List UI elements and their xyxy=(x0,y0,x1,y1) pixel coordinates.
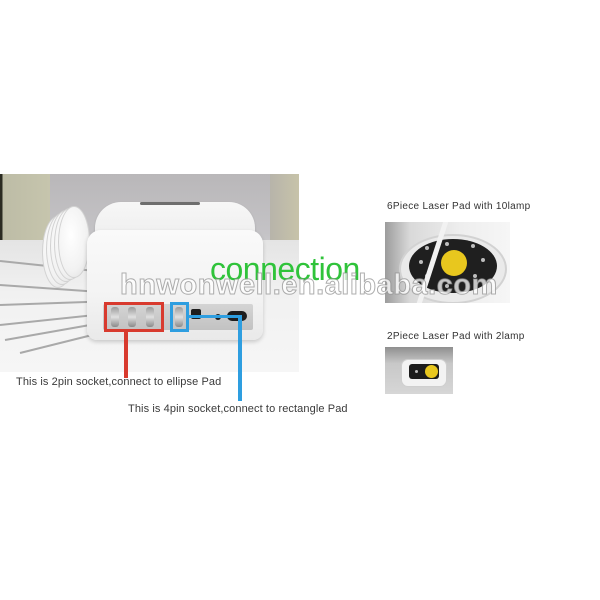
4pin-leader-line xyxy=(238,315,242,401)
2pin-socket-caption: This is 2pin socket,connect to ellipse P… xyxy=(16,376,222,388)
background-wall xyxy=(0,174,50,242)
4pin-socket-caption: This is 4pin socket,connect to rectangle… xyxy=(128,403,348,415)
ellipse-pad-title: 6Piece Laser Pad with 10lamp xyxy=(387,201,531,212)
rectangle-pad-photo xyxy=(385,347,453,394)
ellipse-pad-stack xyxy=(42,206,90,288)
lamp-dot xyxy=(425,246,429,250)
lamp-dot xyxy=(419,260,423,264)
connection-heading: connection xyxy=(210,251,360,287)
lamp-dot xyxy=(445,242,449,246)
lamp-icon xyxy=(425,365,438,378)
4pin-socket-highlight xyxy=(170,302,189,332)
4pin-leader-line xyxy=(189,315,239,318)
plug-4pin xyxy=(175,307,183,327)
lamp-dot xyxy=(445,284,449,288)
device-slot xyxy=(140,202,200,205)
lamp-dot xyxy=(415,370,418,373)
lamp-dot xyxy=(473,274,477,278)
2pin-socket-highlight xyxy=(104,302,164,332)
plug-2pin xyxy=(111,307,119,327)
device-photo xyxy=(0,174,299,372)
watermark: hnwonwell.en.alibaba.com xyxy=(120,269,498,302)
rectangle-pad-shell xyxy=(401,359,447,387)
lamp-dot xyxy=(471,244,475,248)
rectangle-pad-title: 2Piece Laser Pad with 2lamp xyxy=(387,331,525,342)
lamp-icon xyxy=(441,250,467,276)
background-wall xyxy=(270,174,299,248)
plug-2pin xyxy=(146,307,154,327)
2pin-leader-line xyxy=(124,332,128,378)
ellipse-pad-photo xyxy=(385,222,510,303)
lamp-dot xyxy=(481,258,485,262)
port xyxy=(191,309,201,319)
plug-2pin xyxy=(128,307,136,327)
